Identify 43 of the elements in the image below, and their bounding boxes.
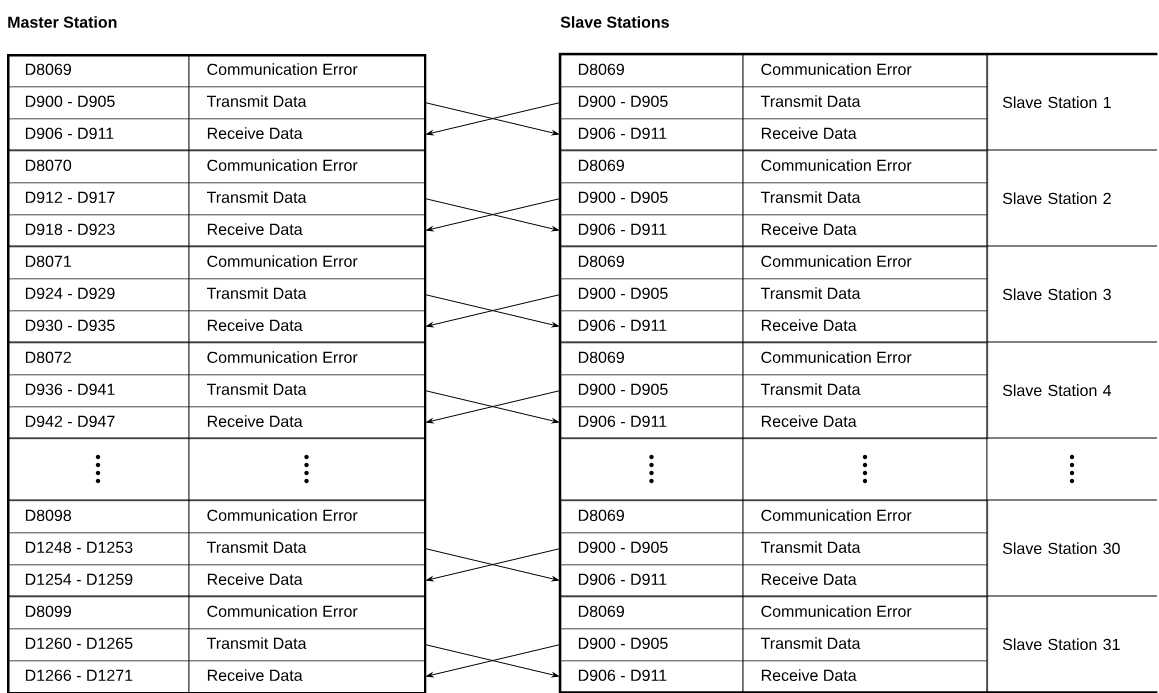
table-row: D906 - D911 Receive Data xyxy=(7,118,426,152)
station-cell: Slave Station 30 xyxy=(1002,542,1120,555)
table-row: D8069 Communication Error xyxy=(560,342,989,376)
table-row: D906 - D911 Receive Data xyxy=(560,406,989,440)
table-row: D906 - D911 Receive Data xyxy=(560,564,989,598)
table-row: D8069 Communication Error xyxy=(560,246,989,280)
table-row: D8071 Communication Error xyxy=(7,246,426,280)
station-cell: Slave Station 1 xyxy=(1002,96,1111,109)
table-row: D906 - D911 Receive Data xyxy=(560,214,989,248)
table-row: D936 - D941 Transmit Data xyxy=(7,374,426,408)
table-row: D8069 Communication Error xyxy=(560,500,989,534)
table-row: D900 - D905 Transmit Data xyxy=(560,628,989,662)
table-row: D924 - D929 Transmit Data xyxy=(7,278,426,312)
table-row: D8099 Communication Error xyxy=(7,596,426,630)
table-row: D930 - D935 Receive Data xyxy=(7,310,426,344)
table-row: D8069 Communication Error xyxy=(560,596,989,630)
station-cell: Slave Station 2 xyxy=(1002,192,1111,205)
table-row: D8069 Communication Error xyxy=(560,150,989,184)
station-cell: Slave Station 31 xyxy=(1002,638,1120,651)
table-row: D8070 Communication Error xyxy=(7,150,426,184)
table-row: D918 - D923 Receive Data xyxy=(7,214,426,248)
table-row: D900 - D905 Transmit Data xyxy=(560,86,989,120)
table-row: D912 - D917 Transmit Data xyxy=(7,182,426,216)
table-row: D8098 Communication Error xyxy=(7,500,426,534)
table-row: D8069 Communication Error xyxy=(7,54,426,88)
table-row: D8072 Communication Error xyxy=(7,342,426,376)
table-row: D1266 - D1271 Receive Data xyxy=(7,660,426,693)
table-row: D900 - D905 Transmit Data xyxy=(560,374,989,408)
table-row: D900 - D905 Transmit Data xyxy=(560,278,989,312)
station-cell: Slave Station 3 xyxy=(1002,288,1111,301)
table-row: D906 - D911 Receive Data xyxy=(560,660,989,693)
table-row: D1248 - D1253 Transmit Data xyxy=(7,532,426,566)
table-row: D900 - D905 Transmit Data xyxy=(560,182,989,216)
table-row: D900 - D905 Transmit Data xyxy=(7,86,426,120)
table-row: D900 - D905 Transmit Data xyxy=(560,532,989,566)
station-cell: Slave Station 4 xyxy=(1002,384,1112,397)
table-row: D8069 Communication Error xyxy=(560,54,989,88)
table-row: D906 - D911 Receive Data xyxy=(560,310,989,344)
table-row: D1254 - D1259 Receive Data xyxy=(7,564,426,598)
table-row: D942 - D947 Receive Data xyxy=(7,406,426,440)
node-label: Master Station xyxy=(8,16,117,28)
table-row: D906 - D911 Receive Data xyxy=(560,118,989,152)
table-row: D1260 - D1265 Transmit Data xyxy=(7,628,426,662)
